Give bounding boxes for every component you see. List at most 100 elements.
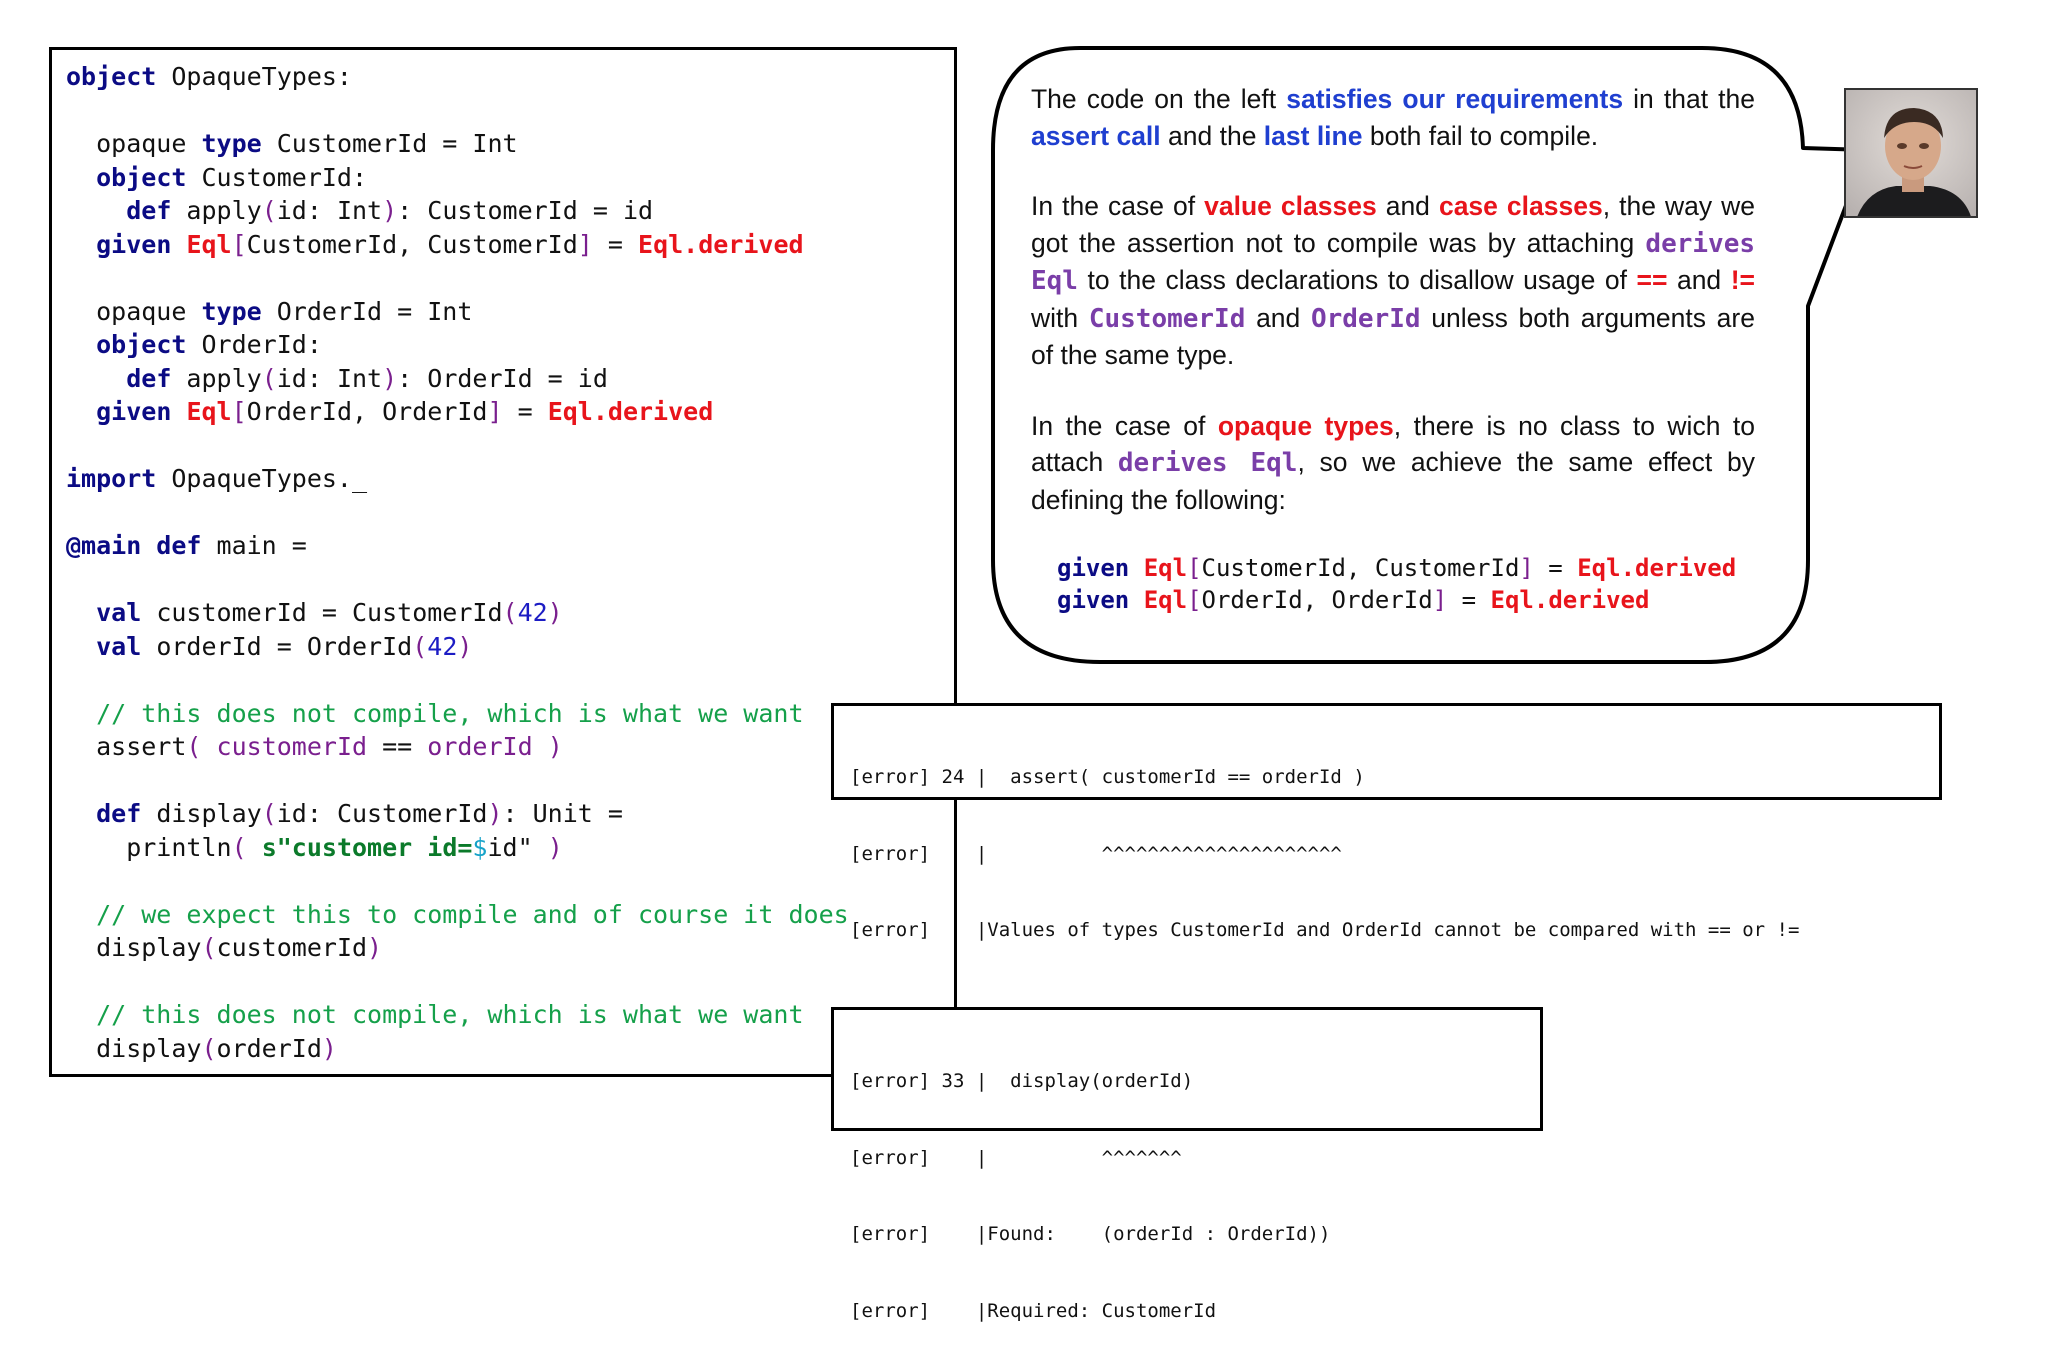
code-line: // this does not compile, which is what … bbox=[66, 698, 804, 728]
text-segment: CustomerId, CustomerId bbox=[246, 229, 578, 259]
text-segment: Eql bbox=[1143, 554, 1188, 582]
text-segment: // this does not compile, which is what … bbox=[66, 698, 804, 728]
text-segment: and bbox=[1667, 265, 1731, 295]
text-segment: assert call bbox=[1031, 120, 1161, 151]
code-line: // we expect this to compile and of cour… bbox=[66, 900, 849, 929]
text-segment: OpaqueTypes._ bbox=[156, 464, 368, 493]
text-segment: import bbox=[66, 464, 157, 493]
text-segment: Eql.derived bbox=[547, 397, 714, 426]
text-segment: : OrderId = id bbox=[397, 363, 608, 393]
text-segment: ) bbox=[321, 1033, 337, 1063]
text-segment: != bbox=[1730, 265, 1755, 295]
text-segment: Eql bbox=[1143, 586, 1188, 614]
code-panel: object OpaqueTypes: opaque type Customer… bbox=[49, 47, 957, 1077]
text-segment: assert bbox=[66, 732, 187, 761]
text-segment: id: CustomerId bbox=[276, 799, 488, 828]
code-line: assert( customerId == orderId ) bbox=[66, 732, 563, 761]
text-segment: ) bbox=[487, 799, 503, 828]
text-segment: case classes bbox=[1438, 191, 1603, 221]
text-segment: = bbox=[1533, 554, 1578, 582]
text-segment: In the case of bbox=[1031, 410, 1218, 441]
code-line: opaque type OrderId = Int bbox=[66, 297, 472, 326]
code-block: object OpaqueTypes: opaque type Customer… bbox=[66, 60, 849, 1065]
text-segment: OrderId, OrderId bbox=[1201, 586, 1433, 614]
text-segment: @main def bbox=[66, 531, 202, 560]
code-line: println( s"customer id=$id" ) bbox=[66, 833, 563, 862]
code-line: display(customerId) bbox=[66, 933, 382, 962]
assert-error-output: [error] 24 | assert( customerId == order… bbox=[831, 703, 1942, 941]
text-segment: : Unit = bbox=[502, 799, 623, 828]
text-segment: apply bbox=[171, 196, 262, 225]
error-line: [error] 33 | display(orderId) bbox=[850, 1070, 1194, 1092]
text-segment: ) bbox=[457, 631, 473, 661]
text-segment: opaque bbox=[66, 129, 202, 158]
text-segment: , there is no class to wich to attach bbox=[1031, 410, 1755, 478]
text-segment bbox=[533, 732, 548, 761]
text-segment: In the case of bbox=[1031, 191, 1205, 221]
text-segment: OrderId: bbox=[186, 330, 322, 359]
text-segment: display bbox=[141, 799, 262, 828]
text-segment: OpaqueTypes: bbox=[156, 62, 352, 91]
text-segment: ) bbox=[382, 363, 398, 393]
text-segment bbox=[1129, 586, 1143, 614]
error-line: [error] 24 | assert( customerId == order… bbox=[850, 766, 1365, 788]
text-segment: def bbox=[126, 363, 172, 393]
text-segment: $ bbox=[472, 832, 488, 862]
person-photo-icon bbox=[1846, 90, 1976, 216]
text-segment: CustomerId = Int bbox=[261, 129, 518, 158]
text-segment: orderId bbox=[427, 732, 533, 761]
error-line: [error] |Required: CustomerId bbox=[850, 1299, 1217, 1322]
text-segment: orderId bbox=[216, 1033, 322, 1063]
text-segment: type bbox=[201, 129, 262, 158]
code-line: def apply(id: Int): OrderId = id bbox=[66, 364, 608, 393]
text-segment: given bbox=[1057, 586, 1130, 614]
text-segment: ( bbox=[502, 598, 518, 627]
text-segment: ( bbox=[201, 1033, 217, 1063]
text-segment bbox=[66, 230, 96, 259]
code-line: given Eql[CustomerId, CustomerId] = Eql.… bbox=[66, 229, 804, 259]
text-segment: type bbox=[201, 296, 262, 326]
text-segment: satisfies our requirements bbox=[1286, 84, 1624, 114]
bubble-code: given Eql[CustomerId, CustomerId] = Eql.… bbox=[1057, 552, 1755, 616]
code-line: @main def main = bbox=[66, 531, 307, 560]
text-segment: s"customer id= bbox=[261, 832, 473, 862]
text-segment: ) bbox=[367, 933, 383, 962]
text-segment: object bbox=[96, 162, 187, 192]
text-segment bbox=[66, 364, 126, 393]
text-segment: ( bbox=[186, 732, 202, 761]
text-segment: unless both arguments are of the same ty… bbox=[1031, 302, 1755, 371]
author-avatar bbox=[1844, 88, 1978, 218]
text-segment bbox=[66, 330, 96, 359]
text-segment: OrderId, OrderId bbox=[246, 397, 488, 426]
text-segment: given bbox=[96, 397, 172, 426]
text-segment: ( bbox=[261, 799, 277, 828]
text-segment: ] bbox=[1519, 554, 1534, 582]
text-segment: 42 bbox=[427, 631, 458, 661]
text-segment: ) bbox=[547, 832, 563, 862]
text-segment: Eql.derived bbox=[638, 229, 804, 259]
text-segment: apply bbox=[171, 363, 262, 393]
text-segment: display bbox=[66, 1033, 202, 1063]
text-segment: [ bbox=[1187, 554, 1202, 582]
text-segment bbox=[171, 230, 186, 259]
text-segment: = bbox=[592, 229, 639, 259]
text-segment: def bbox=[126, 196, 172, 225]
text-segment bbox=[247, 833, 262, 862]
text-segment bbox=[171, 397, 186, 426]
text-segment: OrderId = Int bbox=[261, 296, 473, 326]
text-segment: ) bbox=[382, 196, 398, 225]
text-segment: : CustomerId = id bbox=[397, 196, 654, 225]
text-segment: and the bbox=[1160, 120, 1264, 151]
code-line: val customerId = CustomerId(42) bbox=[66, 598, 563, 627]
text-segment: ] bbox=[577, 229, 593, 259]
text-segment: // this does not compile, which is what … bbox=[66, 1000, 804, 1029]
error-line: [error] | ^^^^^^^ bbox=[850, 1146, 1182, 1169]
text-segment: customerId bbox=[216, 732, 368, 761]
text-segment: object bbox=[96, 330, 187, 359]
text-segment: Eql bbox=[186, 397, 232, 426]
error-line: [error] | ^^^^^^^^^^^^^^^^^^^^^ bbox=[850, 842, 1342, 865]
text-segment: Eql bbox=[186, 229, 232, 259]
text-segment: ( bbox=[261, 196, 277, 225]
text-segment: in that the bbox=[1623, 84, 1755, 114]
text-segment: orderId = OrderId bbox=[141, 631, 413, 661]
